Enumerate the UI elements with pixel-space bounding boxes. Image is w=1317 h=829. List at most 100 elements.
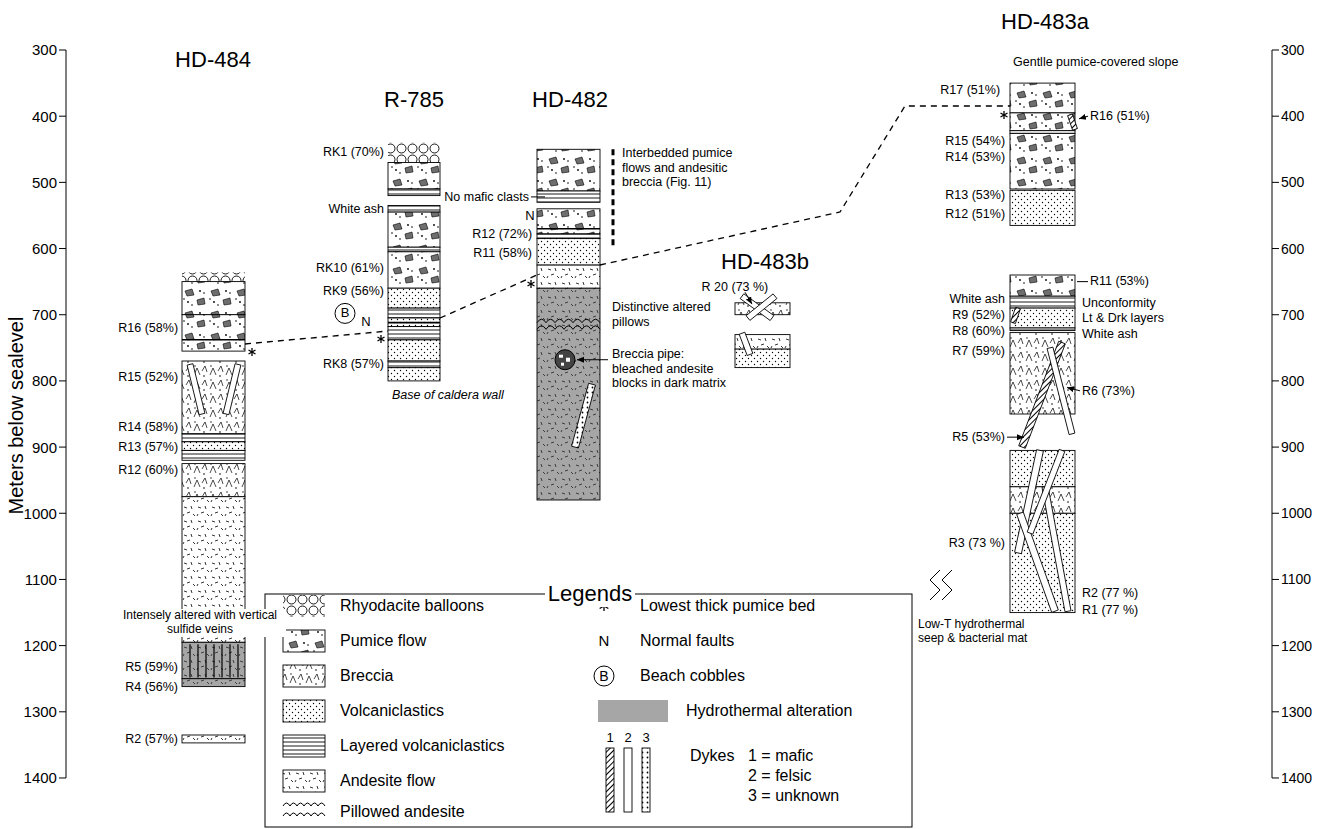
- axis-tick: [59, 380, 66, 381]
- legend-sample: [283, 803, 325, 806]
- asterisk-stroke: [378, 337, 385, 341]
- axis-tick: [1272, 248, 1279, 249]
- sulfide-vein: [213, 644, 214, 677]
- axis-tick-label: 700: [32, 306, 57, 323]
- axis-tick: [1272, 182, 1279, 183]
- annotation-label: 3: [642, 731, 649, 746]
- axis-tick-label: 1400: [24, 769, 57, 786]
- beach-cobble-symbol: [335, 303, 355, 323]
- axis-tick-label: 300: [32, 41, 57, 58]
- legend-sample: [642, 748, 650, 812]
- stratum: [182, 434, 245, 442]
- annotation-label: Distinctive altered pillows: [612, 300, 730, 329]
- legend-title: Legends: [545, 581, 635, 606]
- legend-sample: [283, 630, 325, 652]
- stratum: [388, 327, 440, 340]
- legend-label: Layered volcaniclastics: [340, 737, 505, 755]
- axis-tick-label: 600: [1281, 241, 1304, 257]
- annotation-label: R8 (60%): [952, 324, 1005, 338]
- axis-tick-label: 500: [1281, 174, 1304, 190]
- legend-sample: [606, 748, 614, 812]
- annotation-label: R7 (59%): [952, 344, 1005, 358]
- leader-arrow: [577, 359, 608, 360]
- stratum: [537, 239, 600, 266]
- annotation-label: Base of caldera wall: [392, 388, 504, 402]
- annotation-label: White ash: [328, 202, 384, 216]
- stratum: [537, 265, 600, 288]
- annotation-label: 1: [606, 731, 613, 746]
- legend-label: Volcaniclastics: [340, 702, 444, 720]
- legend-sample: [283, 665, 325, 687]
- annotation-label: R6 (73%): [1082, 384, 1135, 398]
- axis-tick-label: 1200: [1281, 638, 1312, 654]
- pillow-symbol: [537, 326, 600, 330]
- legend-label: Lowest thick pumice bed: [640, 597, 815, 615]
- sulfide-vein: [221, 644, 222, 677]
- column-title: HD-483b: [721, 249, 809, 274]
- leader-arrow: [1067, 388, 1080, 391]
- dyke-symbol: [1011, 307, 1021, 323]
- breccia-block: [566, 358, 570, 362]
- leader-line: [531, 196, 545, 197]
- asterisk-symbol: [528, 280, 535, 288]
- axis-tick-label: 800: [1281, 373, 1304, 389]
- stratigraphic-column: HD-483b: [735, 302, 790, 368]
- stratum: [182, 442, 245, 451]
- annotation-label: R14 (58%): [118, 420, 178, 434]
- annotation-label: 2: [624, 731, 631, 746]
- legend-label: 3 = unknown: [748, 787, 839, 805]
- axis-tick-label: 400: [1281, 108, 1304, 124]
- fault-line: [388, 322, 440, 324]
- asterisk-stroke: [249, 350, 256, 354]
- annotation-label: N: [599, 632, 610, 649]
- stratum: [388, 361, 440, 368]
- stratum: [182, 315, 245, 351]
- axis-tick: [1272, 50, 1279, 51]
- stratum: [1010, 113, 1075, 131]
- axis-line: [1272, 50, 1273, 778]
- stratum: [388, 308, 440, 318]
- annotation-label: R5 (53%): [952, 430, 1005, 444]
- legend-sample: [283, 700, 325, 722]
- axis-tick: [1272, 513, 1279, 514]
- axis-tick: [1272, 116, 1279, 117]
- legend-label: Rhyodacite balloons: [340, 597, 484, 615]
- annotation-label: R5 (59%): [125, 660, 178, 674]
- sulfide-vein: [189, 644, 190, 677]
- annotation-label: R12 (60%): [118, 463, 178, 477]
- axis-tick-label: 500: [32, 174, 57, 191]
- axis-tick: [59, 711, 66, 712]
- illustration-group: [59, 50, 1279, 827]
- dyke-symbol: [1047, 347, 1075, 435]
- annotation-label: Breccia pipe: bleached andesite blocks i…: [612, 347, 730, 390]
- axis-tick: [59, 116, 66, 117]
- stratum: [1010, 131, 1075, 134]
- annotation-label: R11 (58%): [473, 246, 532, 260]
- axis-tick-label: 1100: [1281, 571, 1311, 587]
- stratum: [388, 252, 440, 288]
- axis-tick: [59, 182, 66, 183]
- annotation-label: R16 (58%): [118, 321, 178, 335]
- axis-tick-label: 1400: [1281, 770, 1312, 786]
- stratum: [388, 163, 440, 190]
- legend-sample: [283, 813, 325, 816]
- column-title: R-785: [384, 87, 444, 112]
- annotation-label: R15 (52%): [118, 370, 178, 384]
- stratum: [537, 234, 600, 239]
- axis-tick: [59, 314, 66, 315]
- stratum: [182, 361, 245, 434]
- fault-line: [537, 228, 600, 230]
- legend-sample: [624, 748, 632, 812]
- asterisk-stroke: [249, 350, 256, 354]
- stratigraphic-column: HD-482: [537, 149, 600, 500]
- legend-label: Breccia: [340, 667, 393, 685]
- annotation-label: R1 (77 %): [1082, 603, 1138, 617]
- stratum: [182, 464, 245, 497]
- seep-symbol: [930, 570, 940, 600]
- leader-line: [1077, 281, 1088, 282]
- annotation-label: R14 (53%): [945, 150, 1005, 164]
- axis-tick-label: 300: [1281, 42, 1304, 58]
- annotation-label: RK8 (57%): [323, 357, 384, 371]
- stratum: [388, 206, 440, 213]
